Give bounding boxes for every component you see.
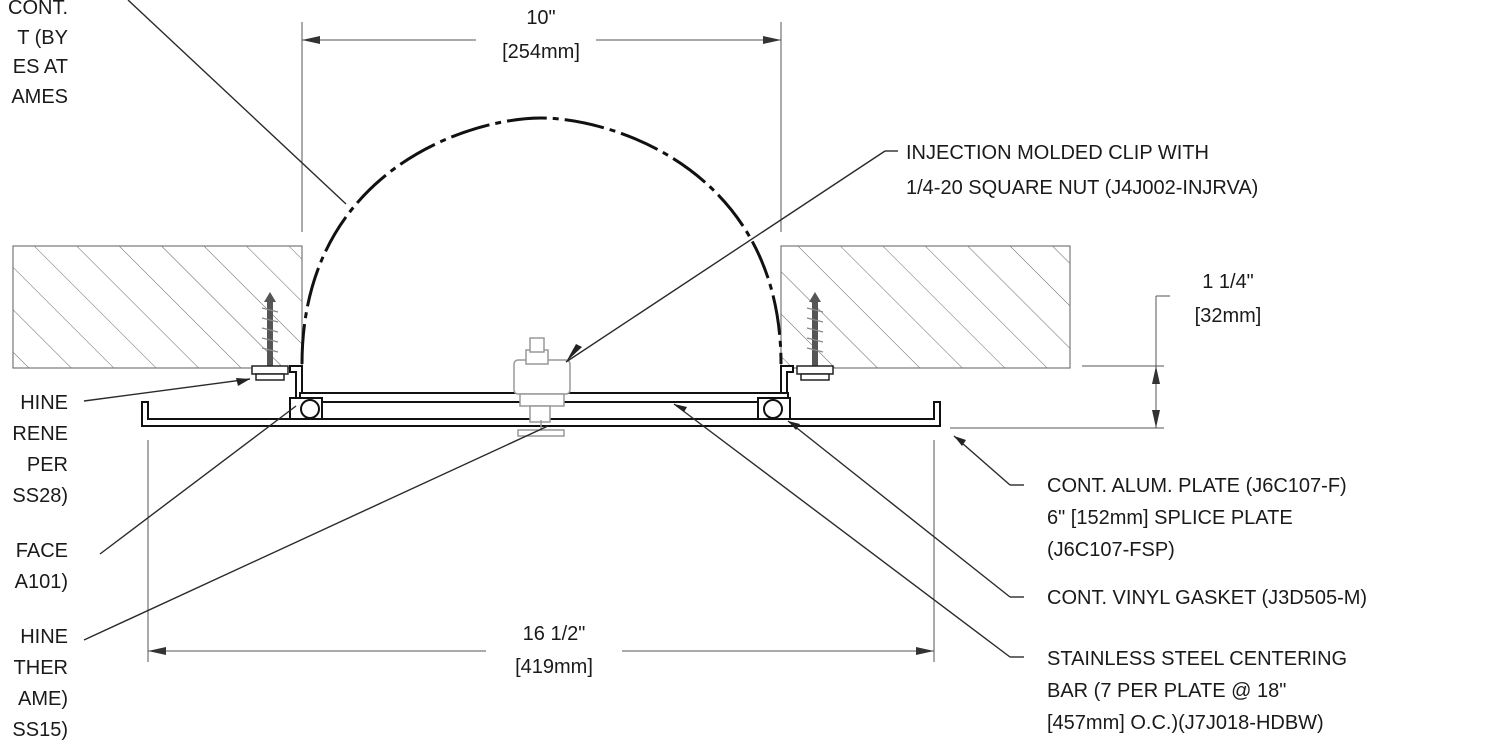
right-gasket	[757, 397, 791, 421]
right-anchor-screw	[796, 292, 834, 381]
svg-text:A101): A101)	[15, 571, 68, 593]
left-anchor-screw	[251, 292, 289, 381]
left-callout-screw: HINE RENE PER SS28)	[12, 392, 68, 507]
dim-height-imperial: 1 1/4"	[1202, 271, 1254, 293]
dim-opening-imperial: 10"	[526, 7, 555, 29]
fire-barrier-loop	[300, 116, 783, 365]
dim-height-metric: [32mm]	[1195, 305, 1262, 327]
svg-text:HINE: HINE	[20, 392, 68, 414]
svg-text:AMES: AMES	[11, 86, 68, 108]
left-callout-expansion: CONT. T (BY ES AT AMES	[8, 0, 68, 108]
dim-overall-imperial: 16 1/2"	[523, 623, 586, 645]
leader-lines	[83, 0, 1024, 658]
leader-arrowheads	[236, 344, 966, 446]
injection-molded-clip	[513, 337, 571, 437]
svg-text:[457mm] O.C.)(J7J018-HDBW): [457mm] O.C.)(J7J018-HDBW)	[1047, 712, 1324, 734]
svg-text:1/4-20 SQUARE NUT (J4J002-INJR: 1/4-20 SQUARE NUT (J4J002-INJRVA)	[906, 177, 1258, 199]
svg-text:CONT. ALUM. PLATE (J6C107-F): CONT. ALUM. PLATE (J6C107-F)	[1047, 475, 1347, 497]
callout-centering-bar: STAINLESS STEEL CENTERING BAR (7 PER PLA…	[1047, 648, 1347, 734]
svg-text:CONT.: CONT.	[8, 0, 68, 19]
svg-text:STAINLESS STEEL CENTERING: STAINLESS STEEL CENTERING	[1047, 648, 1347, 670]
svg-text:BAR (7 PER PLATE @ 18": BAR (7 PER PLATE @ 18"	[1047, 680, 1286, 702]
dim-height	[950, 295, 1170, 429]
dim-overall-metric: [419mm]	[515, 656, 593, 678]
left-gasket	[289, 397, 323, 421]
right-substrate-block	[780, 245, 1071, 369]
svg-text:CONT. VINYL GASKET (J3D505-M): CONT. VINYL GASKET (J3D505-M)	[1047, 587, 1367, 609]
svg-text:SS15): SS15)	[12, 719, 68, 741]
left-callout-bolt: HINE THER AME) SS15)	[12, 626, 68, 741]
svg-text:SS28): SS28)	[12, 485, 68, 507]
callout-injection-clip: INJECTION MOLDED CLIP WITH 1/4-20 SQUARE…	[906, 142, 1258, 199]
dim-opening-metric: [254mm]	[502, 41, 580, 63]
callout-aluminum-plate: CONT. ALUM. PLATE (J6C107-F) 6" [152mm] …	[1047, 475, 1347, 561]
svg-text:(J6C107-FSP): (J6C107-FSP)	[1047, 539, 1175, 561]
svg-text:RENE: RENE	[12, 423, 68, 445]
left-substrate-block	[12, 245, 303, 369]
dim-overall	[147, 440, 935, 662]
svg-text:ES AT: ES AT	[13, 56, 68, 78]
svg-text:6" [152mm] SPLICE PLATE: 6" [152mm] SPLICE PLATE	[1047, 507, 1293, 529]
svg-text:THER: THER	[14, 657, 68, 679]
svg-text:T (BY: T (BY	[17, 27, 68, 49]
dim-opening	[301, 22, 782, 232]
svg-text:HINE: HINE	[20, 626, 68, 648]
callout-vinyl-gasket: CONT. VINYL GASKET (J3D505-M)	[1047, 587, 1367, 609]
svg-text:AME): AME)	[18, 688, 68, 710]
svg-text:FACE: FACE	[16, 540, 68, 562]
svg-text:INJECTION MOLDED CLIP WITH: INJECTION MOLDED CLIP WITH	[906, 142, 1209, 164]
cover-plate	[141, 401, 941, 427]
svg-text:PER: PER	[27, 454, 68, 476]
left-callout-face: FACE A101)	[15, 540, 68, 593]
